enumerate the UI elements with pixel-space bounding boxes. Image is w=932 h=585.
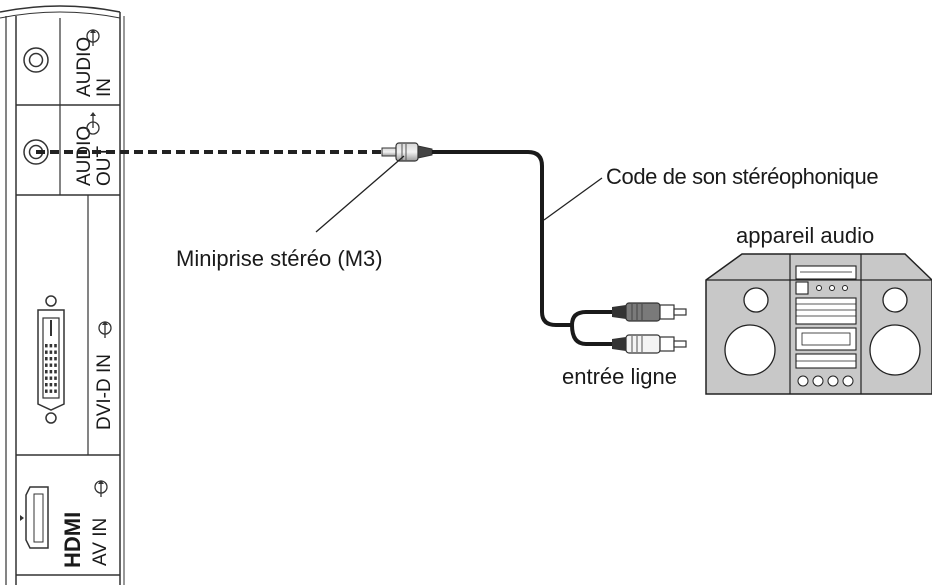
input-arrow-icon xyxy=(98,321,112,338)
mini-plug-tip xyxy=(381,147,397,157)
line-in-label: entrée ligne xyxy=(562,364,677,389)
dvi-pin xyxy=(45,370,48,374)
svg-text:AUDIO: AUDIO xyxy=(74,37,95,97)
dvi-label: DVI-D IN xyxy=(94,354,115,430)
dvi-pin xyxy=(54,376,57,380)
left-speaker xyxy=(724,287,776,376)
dvi-pin xyxy=(49,389,53,393)
dvi-pin xyxy=(49,357,53,361)
cable-label: Code de son stéréophonique xyxy=(606,164,878,189)
output-arrow-icon xyxy=(86,112,100,135)
dvi-connector xyxy=(37,295,65,424)
svg-text:OUT: OUT xyxy=(94,146,115,187)
dvi-pin xyxy=(54,344,57,348)
svg-text:HDMI: HDMI xyxy=(60,512,85,568)
rca-plug-right xyxy=(612,334,687,354)
mini-plug-body xyxy=(395,142,419,162)
hdmi-connector xyxy=(20,486,49,549)
audio-out-label: AUDIO OUT xyxy=(74,126,115,186)
dvi-pin xyxy=(49,376,53,380)
dvi-pin xyxy=(45,357,48,361)
dvi-pin xyxy=(45,389,48,393)
dvi-pin xyxy=(54,357,57,361)
miniplug-label: Miniprise stéréo (M3) xyxy=(176,246,383,271)
dvi-pin xyxy=(45,363,48,367)
center-unit xyxy=(795,265,857,387)
dvi-pin xyxy=(54,383,57,387)
audio-in-jack xyxy=(23,47,49,73)
rca-plug-left xyxy=(612,302,687,322)
dvi-pin xyxy=(49,383,53,387)
dvi-pin xyxy=(45,376,48,380)
dvi-pin xyxy=(45,350,48,354)
input-arrow-icon xyxy=(94,480,108,497)
dvi-pin xyxy=(54,363,57,367)
audio-in-label: AUDIO IN xyxy=(74,37,115,97)
dvi-pin xyxy=(49,370,53,374)
dvi-pin xyxy=(54,389,57,393)
dvi-pin xyxy=(54,350,57,354)
dvi-pin xyxy=(45,383,48,387)
svg-text:AV IN: AV IN xyxy=(90,518,111,566)
dvi-pin xyxy=(49,344,53,348)
cable-leader-line xyxy=(543,177,603,221)
right-speaker xyxy=(869,287,921,376)
svg-text:DVI-D IN: DVI-D IN xyxy=(94,354,115,430)
device-label: appareil audio xyxy=(736,223,874,248)
hdmi-logo: HDMI xyxy=(60,512,85,568)
miniplug-leader-line xyxy=(315,155,405,233)
dvi-pin xyxy=(49,363,53,367)
dvi-pin xyxy=(49,350,53,354)
audio-cable xyxy=(36,142,614,346)
hdmi-label: AV IN xyxy=(90,518,111,566)
input-arrow-icon xyxy=(86,29,100,46)
audio-device xyxy=(705,253,932,395)
svg-text:AUDIO: AUDIO xyxy=(74,126,95,186)
dvi-pin xyxy=(54,370,57,374)
dvi-pin xyxy=(45,344,48,348)
svg-text:IN: IN xyxy=(94,78,115,97)
